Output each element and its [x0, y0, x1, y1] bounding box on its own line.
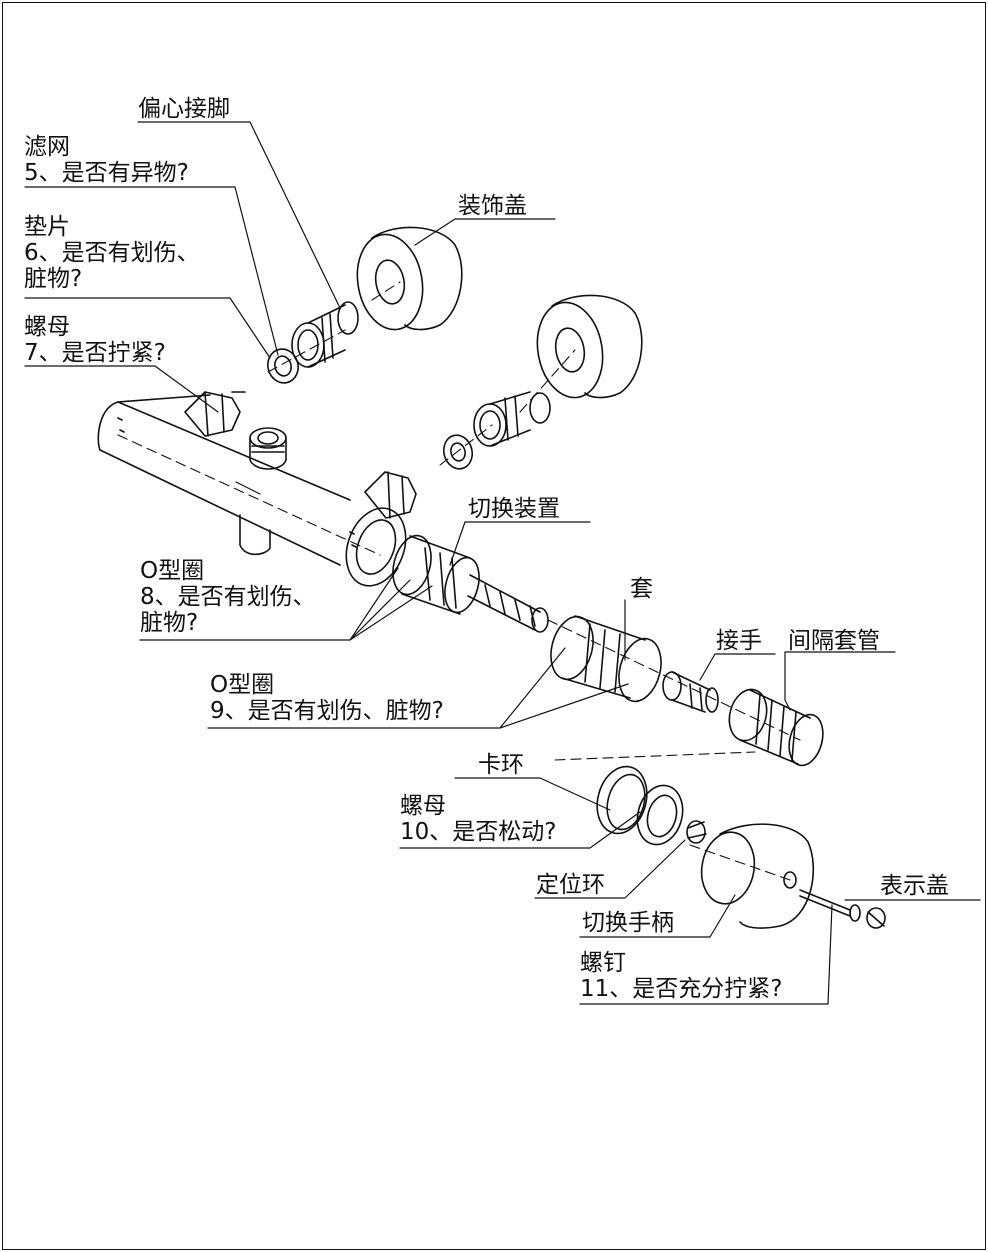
- gasket-lower: [442, 434, 474, 470]
- label-sleeve: 套: [630, 576, 653, 602]
- label-nut-top: 螺母 7、是否拧紧?: [24, 314, 166, 366]
- label-switch-device: 切换装置: [468, 496, 560, 522]
- label-spacer-sleeve: 间隔套管: [788, 628, 880, 654]
- label-screw: 螺钉 11、是否充分拧紧?: [580, 950, 783, 1002]
- gasket-upper: [267, 348, 299, 384]
- inlet-nut-right: [364, 471, 417, 519]
- indicator-cap-part: [866, 907, 886, 929]
- decorative-cover-upper: [356, 226, 463, 331]
- label-positioning-ring: 定位环: [536, 872, 605, 898]
- label-connector: 接手: [716, 628, 762, 654]
- nut-lower-part: [636, 784, 684, 846]
- positioning-ring-part: [686, 820, 707, 844]
- spacer-sleeve-part: [728, 688, 824, 767]
- inlet-nut-upper: [184, 391, 241, 437]
- sleeve-part: [550, 615, 662, 703]
- label-indicator-cap: 表示盖: [880, 873, 949, 899]
- label-nut-bottom: 螺母 10、是否松动?: [400, 793, 557, 845]
- label-switch-handle: 切换手柄: [582, 910, 674, 936]
- switch-handle-part: [700, 823, 815, 929]
- label-eccentric-connector: 偏心接脚: [138, 96, 230, 122]
- assembly-axis-lines: [117, 281, 801, 881]
- leader-lines: [24, 121, 981, 1005]
- label-snap-ring: 卡环: [478, 752, 524, 778]
- snap-ring-part: [596, 765, 648, 835]
- body-top-port: [249, 427, 287, 470]
- label-oring-b: O型圈 9、是否有划伤、脏物?: [210, 672, 444, 724]
- label-decorative-cover: 装饰盖: [458, 193, 527, 219]
- eccentric-connector-lower: [473, 391, 551, 447]
- switching-device: [392, 534, 549, 633]
- eccentric-connector-upper: [291, 301, 359, 368]
- decorative-cover-lower: [536, 294, 643, 399]
- label-strainer: 滤网 5、是否有异物?: [24, 134, 189, 186]
- label-gasket: 垫片 6、是否有划伤、 脏物?: [24, 214, 200, 292]
- label-oring-a: O型圈 8、是否有划伤、 脏物?: [140, 558, 316, 636]
- screw-part: [799, 889, 861, 922]
- connector-part: [662, 671, 719, 713]
